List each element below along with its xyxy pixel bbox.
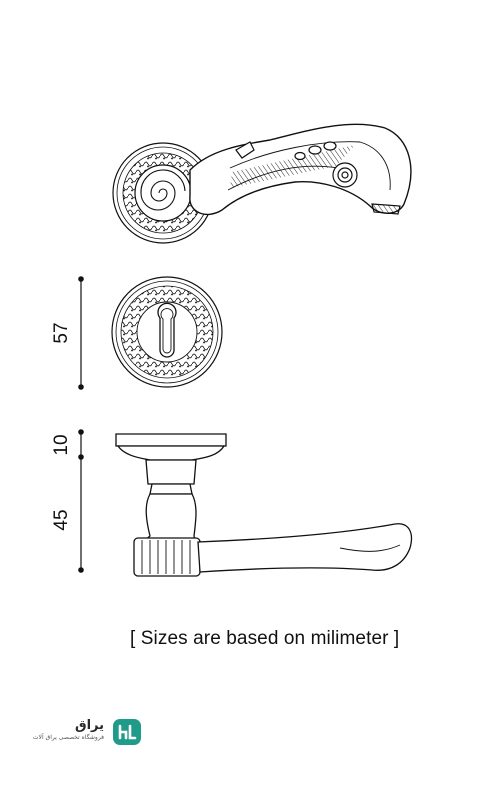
units-note: [ Sizes are based on milimeter ] — [130, 628, 400, 649]
handle-side-view — [115, 433, 413, 577]
brand-name: یراق — [74, 718, 104, 733]
dimension-10-label: 10 — [51, 434, 72, 455]
brand-mark-icon — [113, 719, 141, 745]
dimension-57-label: 57 — [51, 322, 72, 343]
escutcheon-front-view — [111, 276, 223, 388]
handle-top-view — [112, 123, 412, 244]
dimension-lines — [78, 276, 84, 573]
brand-tagline: فروشگاه تخصصی یراق آلات — [32, 734, 104, 741]
brand-logo: یراق فروشگاه تخصصی یراق آلات — [30, 716, 142, 748]
dimension-45-label: 45 — [51, 509, 72, 530]
